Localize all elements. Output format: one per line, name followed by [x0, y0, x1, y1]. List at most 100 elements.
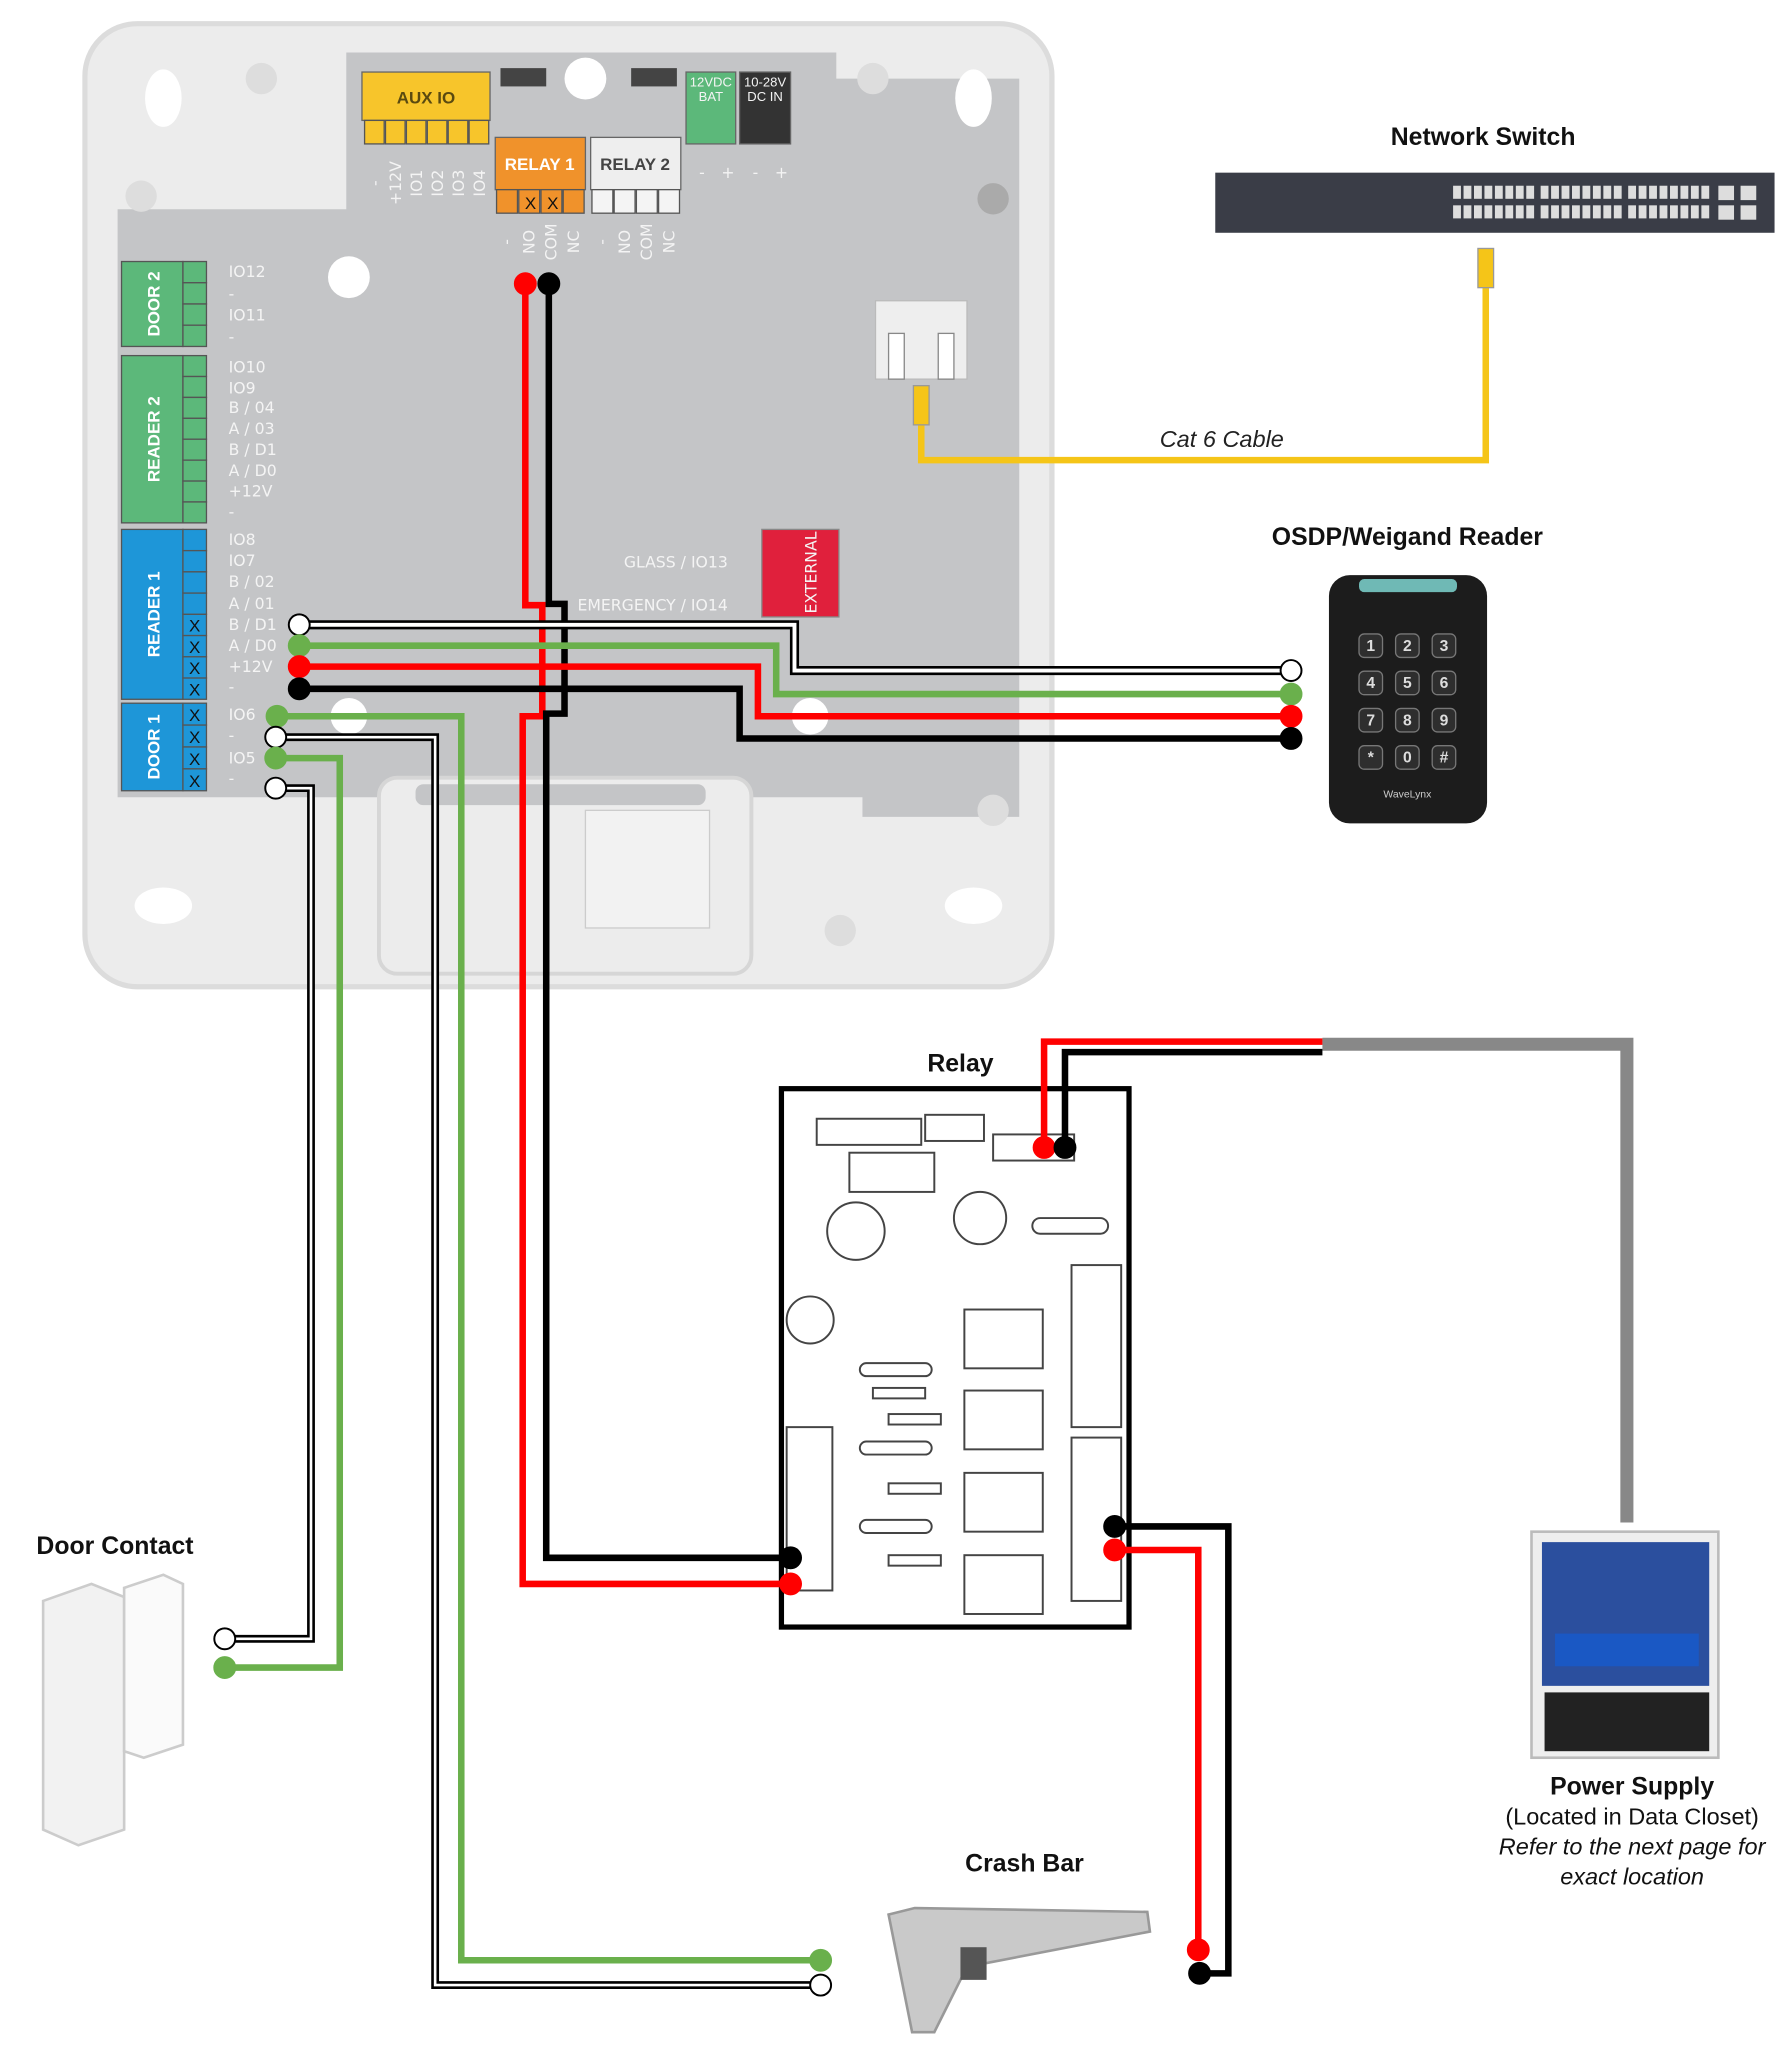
reader-green-wire — [299, 642, 1292, 698]
keypad-key-label: 3 — [1440, 638, 1449, 655]
relay1-used-mark: X — [547, 194, 558, 213]
terminal-dot — [779, 1546, 803, 1570]
terminal-dot — [809, 1948, 833, 1972]
bat-pin-label: - — [699, 163, 705, 182]
lock-black-wire — [1114, 1523, 1232, 1977]
terminal-dot — [1188, 1961, 1212, 1985]
wires — [213, 272, 1634, 1997]
network-switch-label: Network Switch — [1391, 124, 1576, 151]
network-switch: Network Switch — [1215, 124, 1775, 233]
door-contact: Door Contact — [36, 1533, 194, 1847]
relay-board: Relay — [778, 1051, 1132, 1630]
power-red-wire — [1040, 1038, 1323, 1148]
pin-label: +12V — [229, 482, 273, 501]
io-block-label: DOOR 2 — [144, 271, 163, 336]
relay1-label: RELAY 1 — [505, 155, 575, 174]
power-black-wire — [1061, 1048, 1323, 1148]
bat-pin-label: + — [721, 163, 734, 182]
pin-label: - — [229, 726, 235, 745]
relay2-pin-label: NC — [659, 231, 678, 254]
keypad-key-label: 9 — [1440, 712, 1449, 729]
terminal-dot — [287, 677, 311, 701]
terminal-dot — [1279, 704, 1303, 728]
dcin-pin-label: - — [753, 163, 759, 182]
reader-brand: WaveLynx — [1383, 789, 1432, 800]
cat6-label: Cat 6 Cable — [1160, 426, 1284, 452]
terminal-dot — [1053, 1136, 1077, 1159]
aux-io-label: AUX IO — [397, 88, 455, 107]
pin-label: +12V — [229, 657, 273, 676]
used-pin-mark: X — [189, 772, 200, 791]
relay2-label: RELAY 2 — [600, 155, 670, 174]
pin-label: A / D0 — [229, 461, 277, 480]
relay-black-wire — [542, 283, 791, 1562]
pin-label: A / 01 — [229, 594, 275, 613]
dcin-pin-label: + — [775, 163, 788, 182]
used-pin-mark: X — [189, 617, 200, 636]
keypad-key — [1431, 670, 1457, 696]
terminal-dot — [213, 1656, 237, 1680]
door-contact-label: Door Contact — [36, 1533, 193, 1560]
keypad-key — [1431, 633, 1457, 659]
pin-label: IO12 — [229, 262, 266, 281]
terminal-dot — [265, 704, 289, 728]
dcin-label: 10-28V DC IN — [744, 75, 787, 105]
keypad-key-label: 4 — [1366, 675, 1375, 692]
io-block-label: READER 2 — [144, 396, 163, 482]
used-pin-mark: X — [189, 728, 200, 747]
keypad-key — [1358, 745, 1384, 770]
keypad-key — [1358, 670, 1384, 696]
terminal-dot — [1103, 1515, 1127, 1538]
bat-label: 12VDC BAT — [689, 75, 732, 105]
power-supply: Power Supply (Located in Data Closet) Re… — [1499, 1530, 1767, 1889]
pin-label: - — [229, 769, 235, 788]
reader-red-wire — [299, 663, 1292, 720]
keypad-key — [1394, 633, 1420, 659]
crashbar-white-wire — [275, 735, 821, 1987]
mounting-holes — [125, 57, 1009, 947]
keypad-key-label: 5 — [1403, 675, 1412, 692]
pin-label: - — [229, 284, 235, 303]
terminal-dot — [264, 746, 288, 770]
used-pin-mark: X — [189, 659, 200, 678]
lock-red-wire — [1114, 1546, 1202, 1950]
power-supply-label: Power Supply — [1550, 1773, 1714, 1800]
aux-pin-label: IO4 — [470, 170, 489, 197]
crashbar-green-wire — [277, 712, 821, 1964]
glass-label: GLASS / IO13 — [624, 552, 728, 571]
used-pin-mark: X — [189, 680, 200, 699]
relay2-pin-label: NO — [615, 230, 634, 254]
used-pin-mark: X — [189, 706, 200, 725]
crash-bar: Crash Bar — [887, 1850, 1152, 2034]
terminal-dot — [809, 1973, 833, 1997]
battery-block: 12VDC BAT — [685, 71, 737, 145]
relay1-pin-label: NC — [564, 231, 583, 254]
keypad-key — [1394, 707, 1420, 733]
aux-pin-label: +12V — [386, 161, 405, 205]
terminal-dot — [287, 634, 311, 658]
relay1-pin-label: - — [497, 239, 516, 245]
pin-label: IO9 — [229, 379, 256, 398]
pin-label: - — [229, 503, 235, 522]
pin-label: IO11 — [229, 305, 266, 324]
pin-label: - — [229, 328, 235, 347]
terminal-dot — [779, 1572, 803, 1596]
relay2-pin-label: COM — [637, 224, 656, 261]
reader-label: OSDP/Weigand Reader — [1272, 524, 1544, 551]
keypad-key-label: 8 — [1403, 712, 1412, 729]
terminal-dot — [287, 613, 311, 637]
relay-red-wire — [519, 283, 791, 1588]
io-block-label: READER 1 — [144, 571, 163, 657]
keypad-key-label: 7 — [1366, 712, 1375, 729]
pin-label: - — [229, 678, 235, 697]
cat6-cable: Cat 6 Cable — [912, 247, 1495, 464]
dc-in-block: 10-28V DC IN — [738, 71, 792, 145]
terminal-dot — [537, 272, 561, 296]
relay1-used-mark: X — [525, 194, 536, 213]
terminal-dot — [287, 655, 311, 679]
pin-label: IO6 — [229, 705, 256, 724]
